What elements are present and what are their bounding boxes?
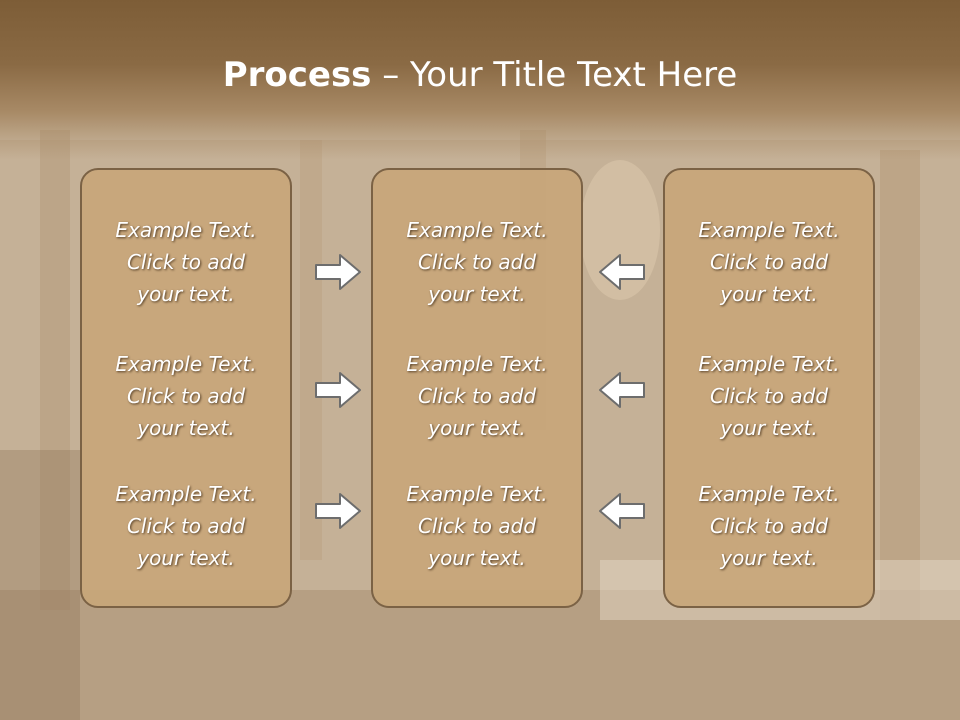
process-panel-center[interactable]: Example Text. Click to add your text. Ex… [371,168,583,608]
arrow-right-icon[interactable] [314,252,362,292]
text-line: your text. [720,546,818,570]
text-line: Example Text. [115,218,257,242]
placeholder-text[interactable]: Example Text. Click to add your text. [82,478,290,574]
text-line: Click to add [417,384,537,408]
text-line: Click to add [126,384,246,408]
placeholder-text[interactable]: Example Text. Click to add your text. [665,478,873,574]
placeholder-text[interactable]: Example Text. Click to add your text. [373,214,581,310]
text-line: Click to add [709,250,829,274]
process-panel-left[interactable]: Example Text. Click to add your text. Ex… [80,168,292,608]
placeholder-text[interactable]: Example Text. Click to add your text. [665,348,873,444]
placeholder-text[interactable]: Example Text. Click to add your text. [373,348,581,444]
text-line: Example Text. [115,352,257,376]
text-line: Click to add [709,514,829,538]
arrow-left-icon[interactable] [598,491,646,531]
text-line: Click to add [709,384,829,408]
text-line: your text. [137,546,235,570]
text-line: Example Text. [698,218,840,242]
text-line: your text. [428,416,526,440]
placeholder-text[interactable]: Example Text. Click to add your text. [82,348,290,444]
process-panel-right[interactable]: Example Text. Click to add your text. Ex… [663,168,875,608]
text-line: Example Text. [698,482,840,506]
text-line: Example Text. [698,352,840,376]
arrow-right-icon[interactable] [314,370,362,410]
title-band [0,0,960,160]
placeholder-text[interactable]: Example Text. Click to add your text. [373,478,581,574]
text-line: Click to add [126,514,246,538]
text-line: Example Text. [406,482,548,506]
arrow-left-icon[interactable] [598,370,646,410]
title-bold: Process [222,55,372,95]
text-line: your text. [137,282,235,306]
placeholder-text[interactable]: Example Text. Click to add your text. [665,214,873,310]
arrow-left-icon[interactable] [598,252,646,292]
text-line: your text. [137,416,235,440]
text-line: Click to add [417,250,537,274]
arrow-right-icon[interactable] [314,491,362,531]
text-line: your text. [428,282,526,306]
placeholder-text[interactable]: Example Text. Click to add your text. [82,214,290,310]
text-line: your text. [428,546,526,570]
text-line: your text. [720,282,818,306]
text-line: Click to add [126,250,246,274]
text-line: Example Text. [406,352,548,376]
slide-title[interactable]: Process – Your Title Text Here [0,52,960,98]
title-rest: – Your Title Text Here [371,55,738,95]
text-line: Example Text. [115,482,257,506]
text-line: Click to add [417,514,537,538]
text-line: Example Text. [406,218,548,242]
text-line: your text. [720,416,818,440]
